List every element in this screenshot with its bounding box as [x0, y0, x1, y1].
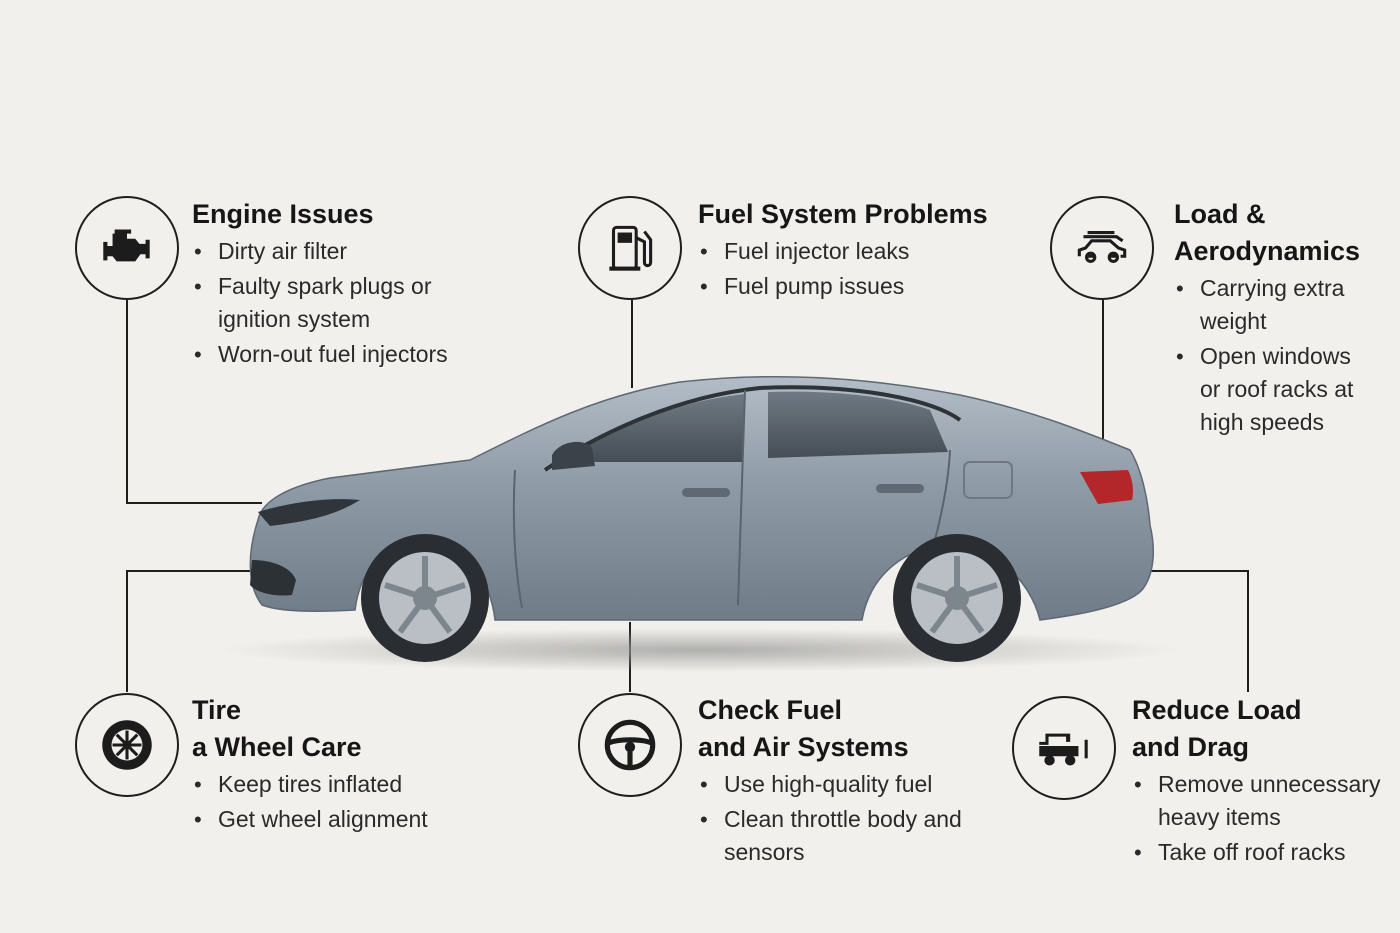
- list-item: Carrying extra weight: [1174, 272, 1360, 338]
- car-shadow: [220, 628, 1180, 672]
- panel-load-aero: Load & Aerodynamics Carrying extra weigh…: [1174, 196, 1394, 441]
- list-item: Use high-quality fuel: [698, 768, 1008, 801]
- list-item: Keep tires inflated: [192, 768, 522, 801]
- car-headlight: [258, 499, 360, 526]
- tire-icon: [75, 693, 179, 797]
- issue-list: Fuel injector leaks Fuel pump issues: [698, 235, 1028, 303]
- car-front-window: [560, 394, 745, 462]
- panel-title: Check Fuel and Air Systems: [698, 695, 909, 762]
- list-item: Fuel pump issues: [698, 270, 1028, 303]
- list-item: Dirty air filter: [192, 235, 522, 268]
- car-roof-rack-icon: [1050, 196, 1154, 300]
- car-rear-wheel: [893, 534, 1021, 662]
- connector-reduce-load: [1150, 570, 1249, 692]
- panel-tire-wheel: Tire a Wheel Care Keep tires inflated Ge…: [192, 692, 522, 838]
- car-front-handle: [682, 488, 730, 497]
- issue-list: Carrying extra weight Open windows or ro…: [1174, 272, 1394, 439]
- list-item: Worn-out fuel injectors: [192, 338, 522, 371]
- list-item: Fuel injector leaks: [698, 235, 1028, 268]
- panel-title: Tire a Wheel Care: [192, 695, 362, 762]
- connector-tire-wheel: [126, 570, 250, 692]
- car-mirror: [552, 441, 595, 470]
- list-item: Get wheel alignment: [192, 803, 522, 836]
- panel-title: Reduce Load and Drag: [1132, 695, 1302, 762]
- tip-list: Use high-quality fuel Clean throttle bod…: [698, 768, 1008, 869]
- fuel-pump-icon: [578, 196, 682, 300]
- list-item: Take off roof racks: [1132, 836, 1394, 869]
- panel-fuel-system: Fuel System Problems Fuel injector leaks…: [698, 196, 1028, 305]
- car-window-trim: [543, 385, 962, 472]
- engine-icon: [75, 196, 179, 300]
- panel-fuel-air: Check Fuel and Air Systems Use high-qual…: [698, 692, 1008, 871]
- list-item: Faulty spark plugs or ignition system: [192, 270, 468, 336]
- car-fuel-cap: [963, 461, 1013, 499]
- list-item: Open windows or roof racks at high speed…: [1174, 340, 1370, 439]
- panel-reduce-load: Reduce Load and Drag Remove unnecessary …: [1132, 692, 1394, 871]
- connector-engine: [126, 300, 262, 504]
- list-item: Remove unnecessary heavy items: [1132, 768, 1394, 834]
- list-item: Clean throttle body and sensors: [698, 803, 999, 869]
- issue-list: Dirty air filter Faulty spark plugs or i…: [192, 235, 522, 371]
- car-front-wheel: [361, 534, 489, 662]
- panel-title: Engine Issues: [192, 199, 374, 229]
- steering-wheel-icon: [578, 693, 682, 797]
- tip-list: Keep tires inflated Get wheel alignment: [192, 768, 522, 836]
- truck-icon: [1012, 696, 1116, 800]
- panel-title: Fuel System Problems: [698, 199, 988, 229]
- panel-title: Load & Aerodynamics: [1174, 199, 1361, 266]
- car-grille: [250, 560, 296, 596]
- panel-engine: Engine Issues Dirty air filter Faulty sp…: [192, 196, 522, 373]
- car-rear-handle: [876, 484, 924, 493]
- car-rear-window: [768, 391, 948, 458]
- tip-list: Remove unnecessary heavy items Take off …: [1132, 768, 1394, 869]
- car-taillight: [1080, 470, 1133, 504]
